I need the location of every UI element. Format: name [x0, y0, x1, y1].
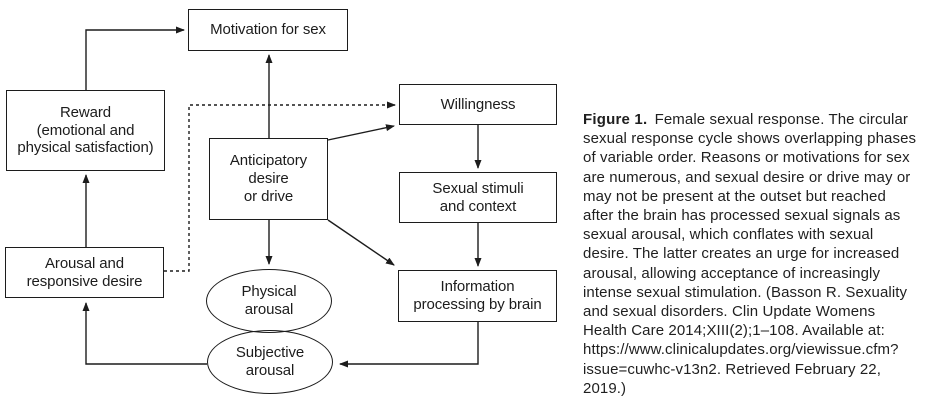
arrow-reward-to-motivation [85, 26, 185, 90]
node-reward: Reward (emotional and physical satisfact… [6, 90, 165, 171]
arrow-anticipatory-to-willingness [327, 124, 395, 141]
node-willingness: Willingness [399, 84, 557, 125]
node-anticipatory-desire: Anticipatory desire or drive [209, 138, 328, 220]
node-information-processing-by-brain: Information processing by brain [398, 270, 557, 322]
arrow-arousal-to-willingness-dashed [164, 101, 396, 272]
node-motivation-for-sex: Motivation for sex [188, 9, 348, 51]
node-sexual-stimuli-and-context: Sexual stimuli and context [399, 172, 557, 223]
node-subjective-arousal: Subjective arousal [207, 330, 333, 394]
figure-caption-label: Figure 1. [583, 111, 648, 128]
figure-caption-body: Female sexual response. The circular sex… [583, 111, 917, 397]
arrow-anticipatory-to-information [327, 219, 395, 266]
figure-caption: Figure 1. Female sexual response. The ci… [583, 110, 950, 398]
node-arousal-and-responsive-desire: Arousal and responsive desire [5, 247, 164, 298]
arrow-information-to-subjective [339, 322, 479, 368]
arrow-subjective-to-arousal [82, 302, 207, 365]
node-physical-arousal: Physical arousal [206, 269, 332, 333]
